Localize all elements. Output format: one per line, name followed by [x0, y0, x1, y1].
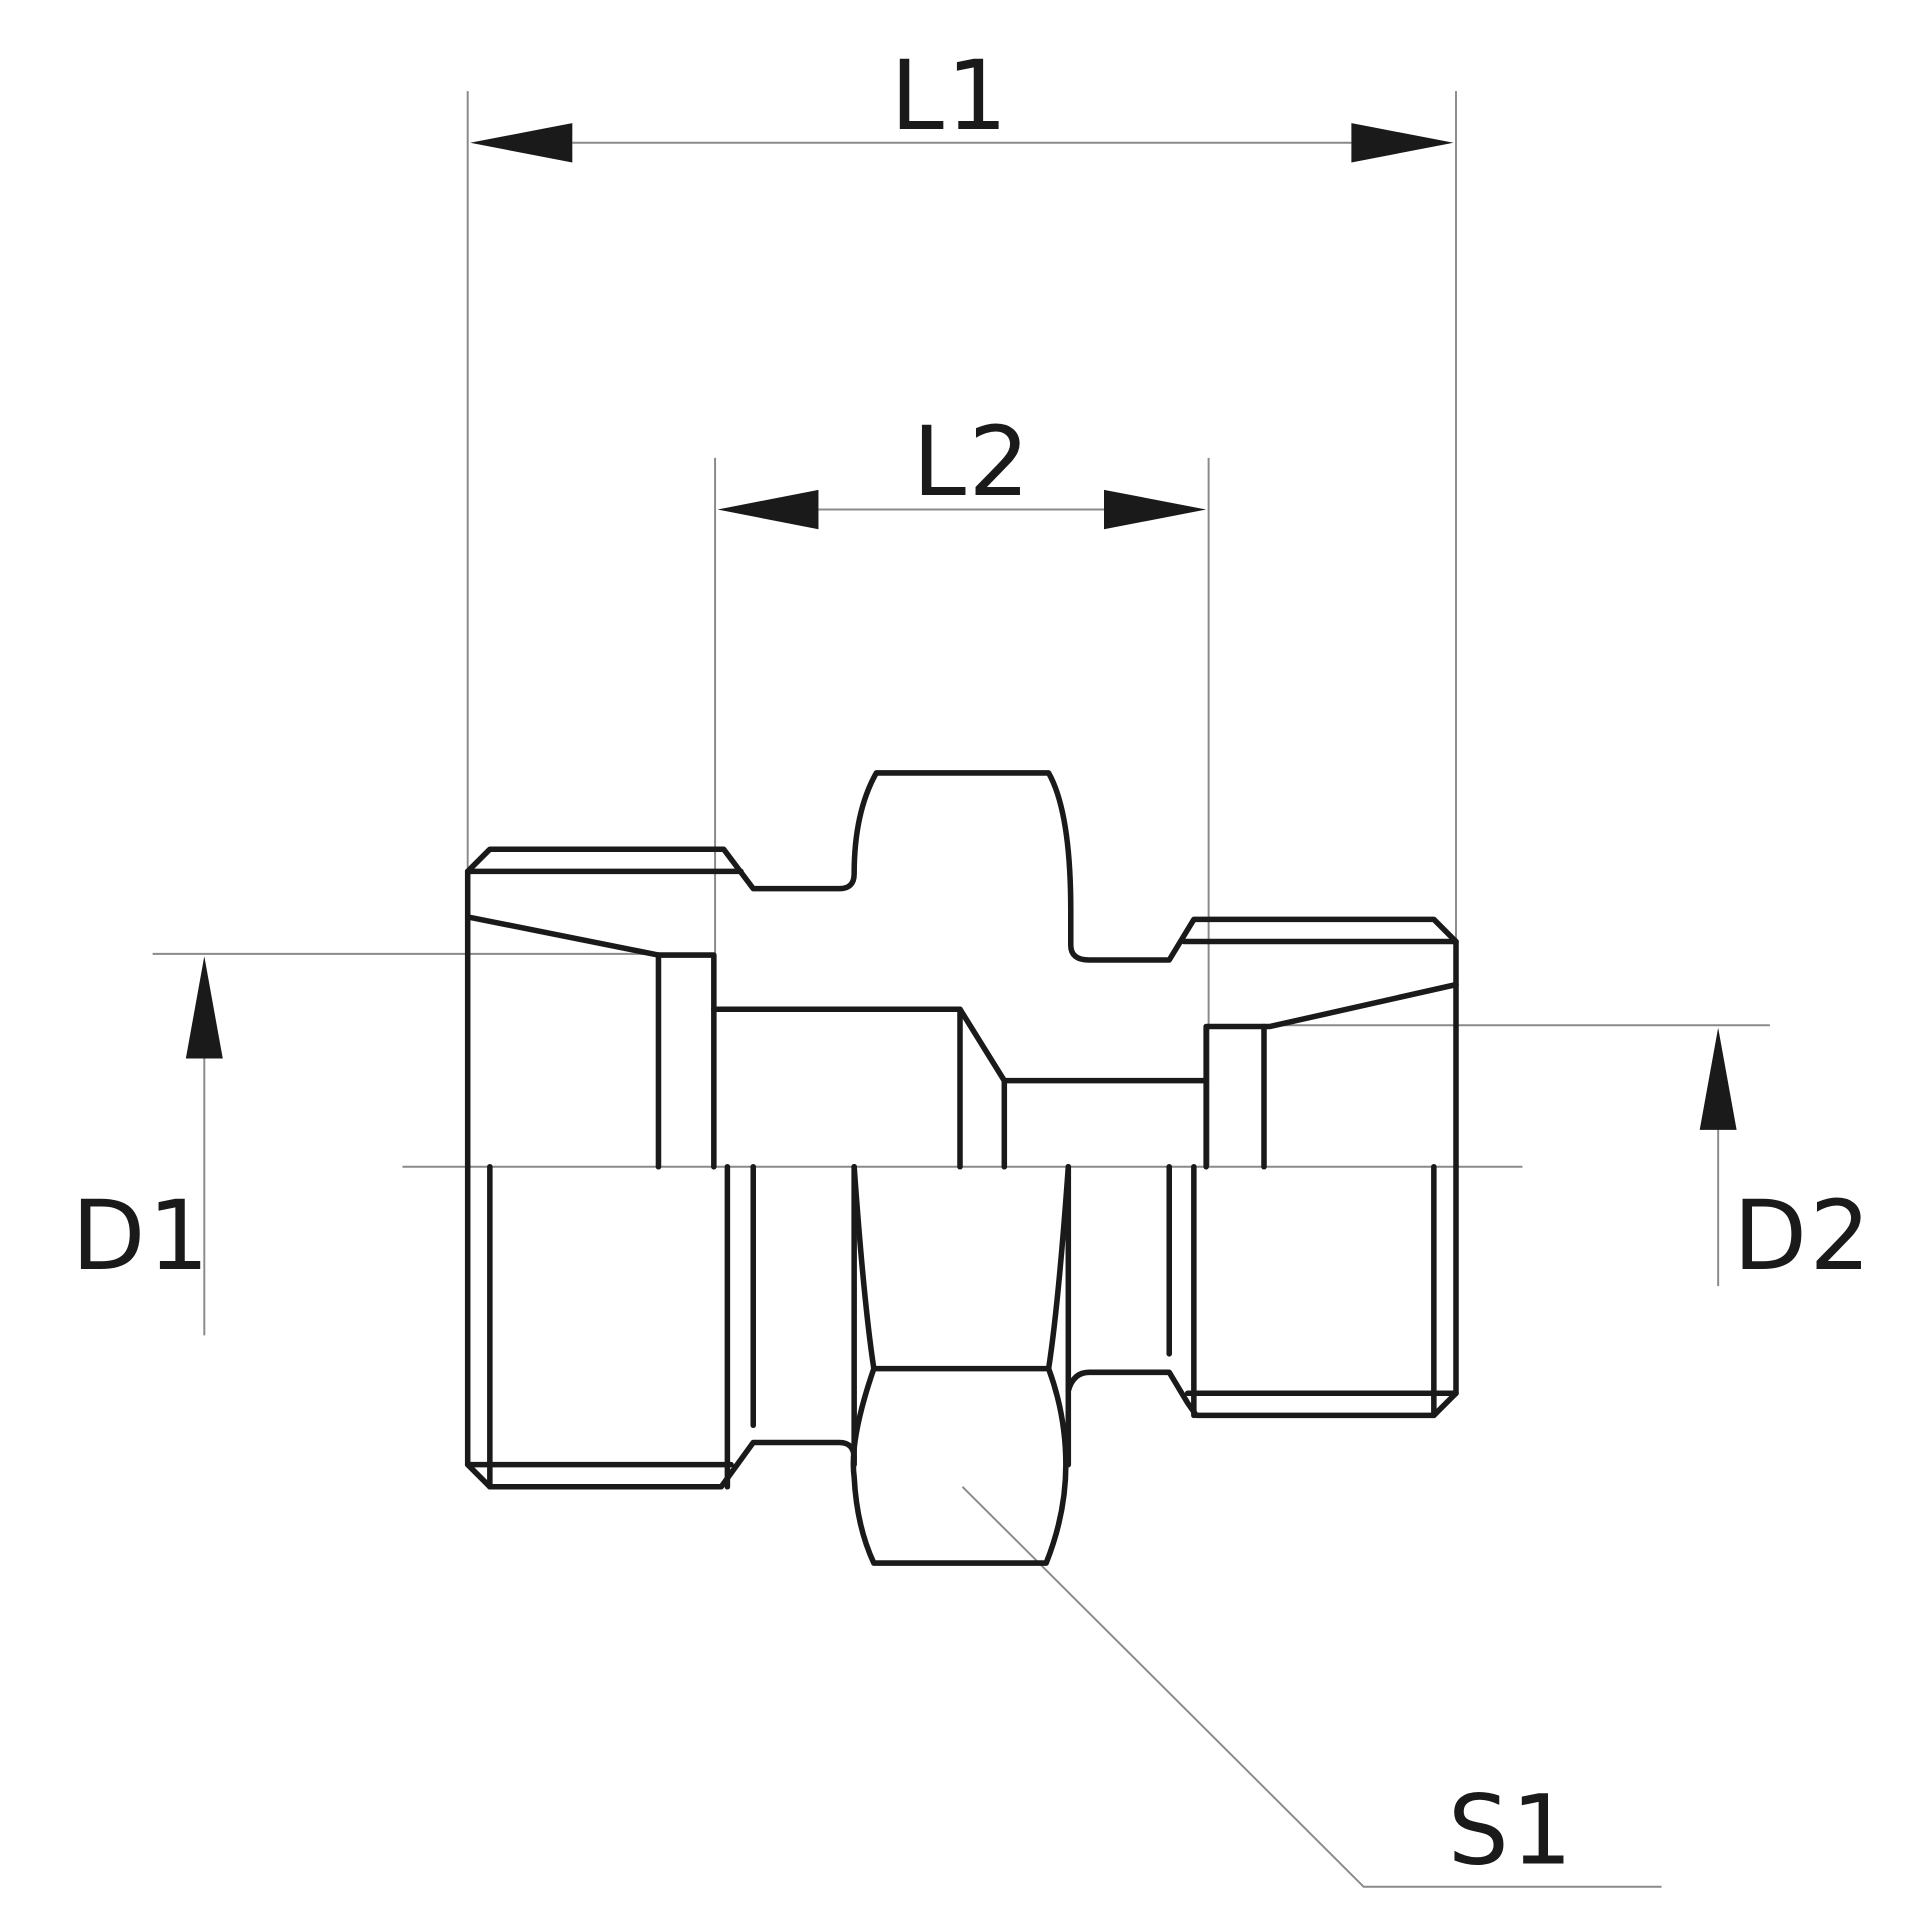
l1-label: L1 [890, 40, 1010, 152]
right-bore-taper [1203, 981, 1459, 1170]
d1-label: D1 [72, 1180, 212, 1292]
fitting-exterior-lower [464, 1164, 1459, 1566]
dimension-l1: L1 [466, 40, 1457, 942]
arrowhead-left-icon [470, 123, 573, 163]
d2-label: D2 [1733, 1180, 1873, 1292]
arrowhead-right-icon [1351, 123, 1454, 163]
arrowhead-left-icon [717, 489, 819, 530]
hex-lower-face [850, 1365, 1069, 1566]
left-thread-outline [464, 1164, 857, 1490]
dimension-l2: L2 [714, 406, 1210, 1167]
s1-label: S1 [1448, 1774, 1575, 1886]
dimension-d1: D1 [72, 952, 671, 1336]
l2-label: L2 [913, 406, 1033, 518]
outer-profile-upper [464, 770, 1459, 1170]
arrowhead-up-icon [1699, 1027, 1737, 1130]
hex-upper-face [851, 1164, 1072, 1372]
arrowhead-up-icon [185, 956, 223, 1059]
s1-leader-line [961, 1486, 1662, 1888]
dimension-s1: S1 [961, 1486, 1662, 1888]
right-thread-outline [1065, 1164, 1459, 1419]
fitting-section-upper [464, 770, 1459, 1170]
inner-bore [711, 1006, 1209, 1084]
dimension-d2: D2 [1261, 1024, 1873, 1292]
arrowhead-right-icon [1104, 489, 1207, 530]
left-bore-taper [464, 914, 717, 1170]
